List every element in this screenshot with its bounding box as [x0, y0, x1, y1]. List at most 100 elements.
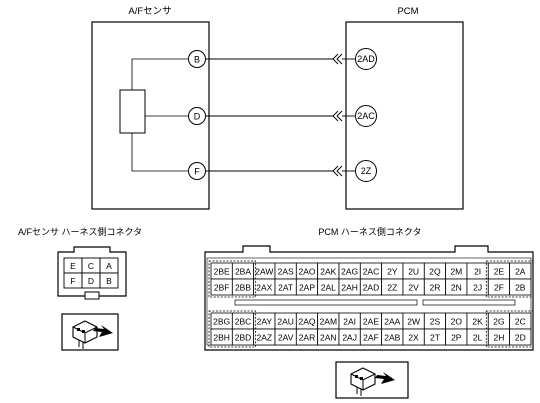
pcm-connector-pin-label: 2AJ — [342, 333, 357, 343]
pcm-connector-pin-label: 2U — [408, 267, 419, 277]
pcm-connector-pin-label: 2AF — [363, 333, 379, 343]
pcm-pin-circle — [355, 48, 377, 70]
pcm-connector-pin-label: 2AR — [299, 333, 316, 343]
pcm-connector-pin-label: 2AI — [343, 317, 356, 327]
pcm-connector-pin-label: 2AP — [299, 283, 315, 293]
pcm-box — [345, 21, 464, 210]
pcm-connector-pin-label: 2AO — [298, 267, 315, 277]
connector-chevron-icon — [332, 165, 343, 177]
pcm-connector-pin-label: 2Q — [429, 267, 441, 277]
pcm-connector-pin-label: 2V — [408, 283, 419, 293]
pcm-connector-pin-label: 2AQ — [298, 317, 315, 327]
pcm-pin-group-outline — [208, 310, 257, 348]
pcm-connector-pin-label: 2AZ — [257, 333, 273, 343]
sensor-internal-wire-f — [131, 133, 196, 172]
pcm-pin-label: 2Z — [361, 166, 372, 176]
pcm-connector-pin-label: 2N — [451, 283, 462, 293]
pcm-connector-pin-label: 2S — [430, 317, 441, 327]
sensor-connector-pin-label: B — [106, 276, 112, 286]
pcm-connector-cell — [509, 278, 532, 296]
sensor-connector: E C A F D B — [57, 246, 127, 300]
pcm-pin-circle — [355, 160, 377, 182]
pcm-pin-label: 2AC — [357, 111, 375, 121]
pcm-connector-pin-label: 2AU — [277, 317, 294, 327]
connector-view-arrow-icon — [72, 320, 113, 349]
connector-view-arrow-icon — [350, 367, 395, 396]
sensor-pin-circle — [188, 50, 206, 68]
pcm-pin-group-outline — [208, 260, 257, 298]
pcm-view-icon-box — [335, 361, 409, 399]
sensor-connector-pin-label: F — [70, 276, 75, 286]
pcm-connector-cell — [509, 328, 532, 346]
pcm-title: PCM — [397, 6, 418, 17]
pcm-divider-slot — [422, 299, 516, 306]
pcm-connector-pin-label: 2X — [408, 333, 419, 343]
pcm-connector-pin-label: 2AE — [363, 317, 379, 327]
sensor-connector-pin-label: E — [70, 261, 76, 271]
pcm-connector-pin-label: 2O — [451, 317, 463, 327]
pcm-divider-slot — [234, 299, 418, 306]
pcm-connector-pin-label: 2AW — [255, 267, 273, 277]
pcm-connector-pin-label: 2F — [494, 283, 504, 293]
pcm-connector-pin-label: 2BG — [213, 317, 230, 327]
sensor-connector-latch — [84, 291, 100, 300]
sensor-internal-wire-b — [131, 58, 196, 90]
pcm-connector-pin-label: 2W — [407, 317, 420, 327]
sensor-pin-grid: E C A F D B — [63, 257, 119, 289]
pcm-connector-pin-label: 2AD — [363, 283, 380, 293]
pcm-connector-pin-label: 2AH — [341, 283, 358, 293]
pcm-connector-pin-label: 2Z — [387, 283, 397, 293]
pcm-connector-pin-label: 2BA — [235, 267, 251, 277]
pcm-connector-pin-label: 2K — [472, 317, 483, 327]
pcm-connector-pin-label: 2H — [494, 333, 505, 343]
pcm-connector-pin-label: 2AV — [278, 333, 294, 343]
connector-chevron-icon — [332, 53, 343, 65]
pcm-connector-pin-label: 2BD — [235, 333, 252, 343]
pcm-pin-circle — [355, 105, 377, 127]
pcm-connector-pin-label: 2AA — [384, 317, 400, 327]
pcm-pin-group-outline — [485, 310, 534, 348]
pcm-connector-pin-label: 2M — [450, 267, 462, 277]
sensor-box — [91, 21, 210, 210]
pcm-connector-pin-label: 2A — [515, 267, 526, 277]
sensor-view-icon-box — [61, 313, 119, 351]
wire-d: D 2AC — [188, 105, 377, 127]
pcm-connector-pin-label: 2BE — [214, 267, 230, 277]
pcm-connector-pin-label: 2AL — [321, 283, 336, 293]
sensor-connector-pin-label: D — [88, 276, 94, 286]
pcm-connector-pin-label: 2D — [515, 333, 526, 343]
pcm-connector-pin-label: 2P — [451, 333, 462, 343]
sensor-element — [119, 89, 146, 134]
pcm-connector-pin-label: 2I — [474, 267, 481, 277]
pcm-connector-pin-label: 2BF — [214, 283, 230, 293]
pcm-connector-pin-label: 2AX — [256, 283, 272, 293]
pcm-connector-pin-label: 2BC — [235, 317, 252, 327]
pcm-pin-group-outline — [485, 260, 534, 298]
sensor-connector-pin-label: C — [88, 261, 94, 271]
connector-chevron-icon — [332, 110, 343, 122]
sensor-pin-label: F — [194, 167, 200, 177]
sensor-connector-pin-label: A — [106, 261, 112, 271]
pcm-connector-pin-label: 2G — [493, 317, 504, 327]
pcm-connector-pin-label: 2L — [473, 333, 483, 343]
pcm-connector-pin-label: 2AT — [278, 283, 293, 293]
pcm-connector-pin-label: 2E — [494, 267, 505, 277]
pcm-connector-pin-label: 2AY — [257, 317, 273, 327]
pcm-connector-pin-label: 2T — [430, 333, 440, 343]
pcm-connector-pin-label: 2AB — [384, 333, 400, 343]
pcm-connector-pin-label: 2B — [515, 283, 526, 293]
pcm-connector-pin-label: 2BB — [235, 283, 251, 293]
sensor-pin-label: D — [194, 112, 201, 122]
sensor-title: A/Fセンサ — [128, 6, 171, 17]
pcm-connector-pin-label: 2AC — [363, 267, 380, 277]
pcm-connector-pin-label: 2J — [473, 283, 482, 293]
sensor-pin-circle — [188, 162, 206, 180]
pcm-connector-pin-label: 2BH — [213, 333, 230, 343]
sensor-pin-circle — [188, 107, 206, 125]
